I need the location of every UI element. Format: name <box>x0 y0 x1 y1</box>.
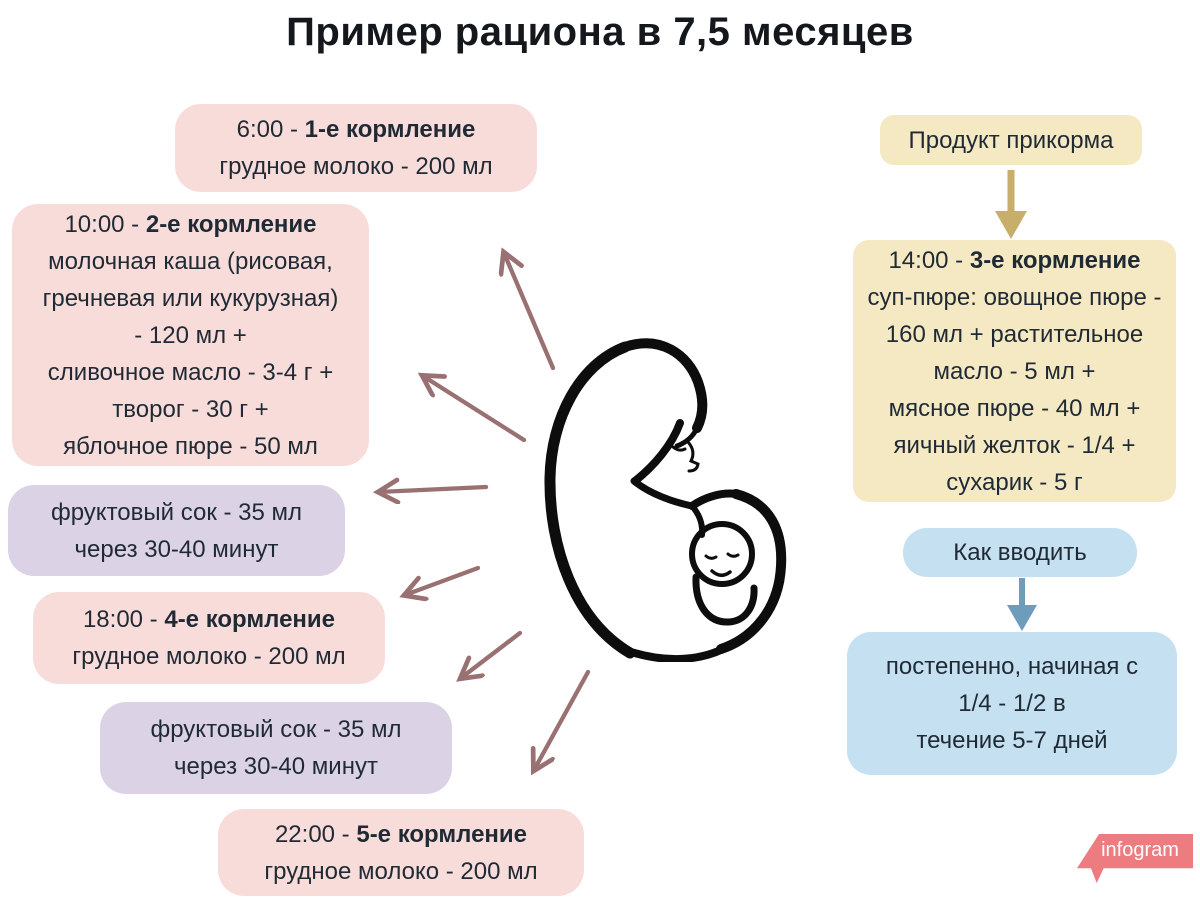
feeding-2-detail: яблочное пюре - 50 мл <box>63 432 318 460</box>
feeding-3-detail: 160 мл + растительное <box>885 320 1144 348</box>
how-body-box: постепенно, начиная с 1/4 - 1/2 в течени… <box>847 632 1177 775</box>
how-body-line: течение 5-7 дней <box>916 727 1108 754</box>
how-body-line: постепенно, начиная с <box>885 653 1139 680</box>
arrow-to-feeding-4 <box>405 565 481 595</box>
page-title: Пример рациона в 7,5 месяцев <box>286 10 914 54</box>
feeding-1-detail: грудное молоко - 200 мл <box>219 153 493 180</box>
feeding-2-title: 10:00 - 2-е кормление <box>64 210 317 238</box>
feeding-3-detail: мясное пюре - 40 мл + <box>888 394 1141 422</box>
feeding-2-detail: сливочное масло - 3-4 г + <box>47 358 334 386</box>
juice-1-line: фруктовый сок - 35 мл <box>50 498 303 526</box>
arrow-to-juice-2 <box>461 630 523 678</box>
juice-2-box: фруктовый сок - 35 мл через 30-40 минут <box>100 702 452 794</box>
infogram-watermark[interactable]: infogram <box>1077 834 1193 883</box>
feeding-2-box: 10:00 - 2-е кормление молочная каша (рис… <box>12 204 369 466</box>
feeding-1-box: 6:00 - 1-е кормление грудное молоко - 20… <box>175 104 537 192</box>
how-header-box: Как вводить <box>903 528 1137 577</box>
feeding-4-detail: грудное молоко - 200 мл <box>72 643 346 670</box>
feeding-3-box: 14:00 - 3-е кормление суп-пюре: овощное … <box>853 240 1176 502</box>
arrow-to-feeding-2 <box>423 376 527 443</box>
product-header-label: Продукт прикорма <box>908 126 1114 154</box>
juice-2-line: фруктовый сок - 35 мл <box>150 716 402 743</box>
tan-down-arrow <box>995 170 1027 239</box>
feeding-3-detail: суп-пюре: овощное пюре - <box>867 283 1162 311</box>
feeding-5-box: 22:00 - 5-е кормление грудное молоко - 2… <box>218 809 584 896</box>
feeding-5-detail: грудное молоко - 200 мл <box>264 857 538 885</box>
blue-down-arrow <box>1007 578 1037 631</box>
feeding-2-detail: гречневая или кукурузная) <box>42 284 339 312</box>
juice-2-line: через 30-40 минут <box>174 753 378 780</box>
feeding-3-title: 14:00 - 3-е кормление <box>888 246 1141 274</box>
how-body-line: 1/4 - 1/2 в <box>958 690 1066 717</box>
feeding-2-detail: молочная каша (рисовая, <box>48 247 333 275</box>
feeding-3-detail: масло - 5 мл + <box>933 357 1096 385</box>
feeding-3-detail: яичный желток - 1/4 + <box>893 431 1136 459</box>
how-header-label: Как вводить <box>953 539 1087 566</box>
juice-1-line: через 30-40 минут <box>74 535 279 563</box>
infogram-watermark-label: infogram <box>1101 839 1179 861</box>
arrow-to-juice-1 <box>379 487 489 492</box>
arrow-to-feeding-5 <box>534 669 591 770</box>
feeding-4-box: 18:00 - 4-е кормление грудное молоко - 2… <box>33 592 385 684</box>
mother-and-baby-icon <box>544 338 787 662</box>
feeding-2-detail: - 120 мл + <box>134 321 247 349</box>
feeding-2-detail: творог - 30 г + <box>112 395 269 423</box>
feeding-4-title: 18:00 - 4-е кормление <box>82 606 336 633</box>
product-header-box: Продукт прикорма <box>880 115 1142 165</box>
feeding-3-detail: сухарик - 5 г <box>946 468 1083 496</box>
feeding-5-title: 22:00 - 5-е кормление <box>274 820 528 848</box>
juice-1-box: фруктовый сок - 35 мл через 30-40 минут <box>8 485 345 576</box>
feeding-1-title: 6:00 - 1-е кормление <box>236 116 476 143</box>
